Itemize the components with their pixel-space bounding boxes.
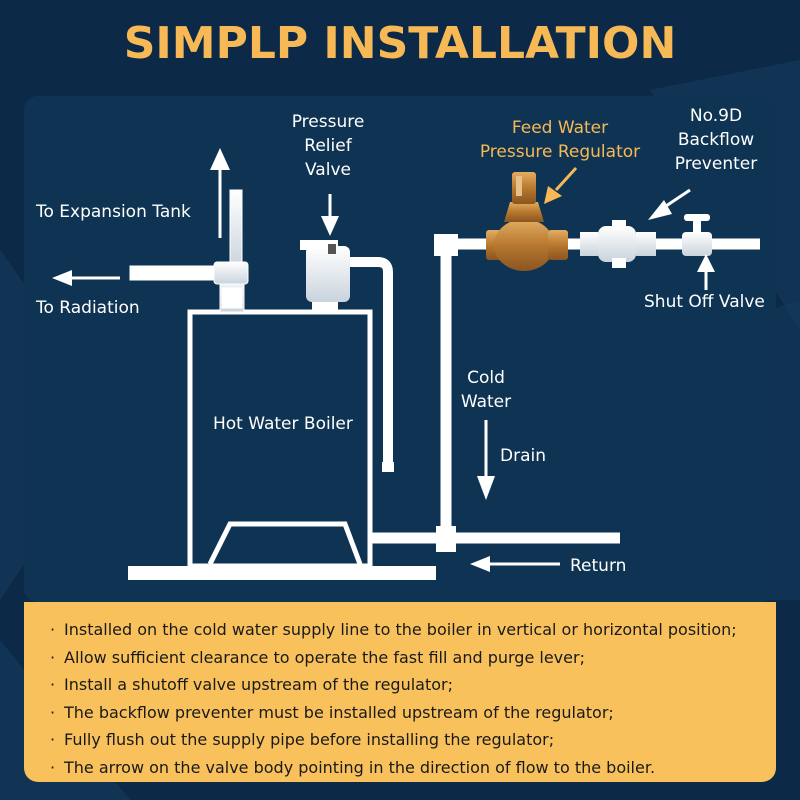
relief-valve-arrow: [321, 194, 339, 236]
burner-housing: [210, 524, 360, 564]
backflow-preventer: [580, 220, 656, 268]
pressure-relief-valve-label: Pressure Relief Valve: [282, 110, 374, 182]
drain-arrow: [477, 420, 495, 500]
elbow-fitting: [434, 234, 458, 256]
note-item: ·Allow sufficient clearance to operate t…: [50, 644, 776, 672]
label-line: Valve: [282, 158, 374, 182]
note-text: Installed on the cold water supply line …: [64, 620, 737, 639]
note-text: Install a shutoff valve upstream of the …: [64, 675, 453, 694]
backflow-arrow: [648, 190, 690, 220]
note-item: ·The arrow on the valve body pointing in…: [50, 754, 776, 782]
supply-piping: [370, 244, 760, 538]
note-text: Fully flush out the supply pipe before i…: [64, 730, 554, 749]
feed-water-regulator: [486, 172, 568, 271]
label-line: Water: [460, 390, 512, 414]
backflow-preventer-label: No.9D Backflow Preventer: [660, 104, 772, 176]
to-radiation-label: To Radiation: [36, 296, 140, 320]
note-item: ·Fully flush out the supply pipe before …: [50, 726, 776, 754]
note-text: The backflow preventer must be installed…: [64, 703, 614, 722]
boiler-body: [190, 312, 370, 566]
boiler-base: [128, 566, 436, 580]
label-line: Pressure: [282, 110, 374, 134]
note-text: The arrow on the valve body pointing in …: [64, 758, 655, 777]
shut-off-arrow: [697, 254, 715, 290]
shut-off-valve: [682, 214, 712, 256]
cold-water-label: Cold Water: [460, 366, 512, 414]
return-arrow: [470, 556, 560, 572]
expansion-tank-arrow: [210, 148, 230, 238]
tee-fitting: [436, 526, 456, 552]
note-item: ·Install a shutoff valve upstream of the…: [50, 671, 776, 699]
label-line: Backflow: [660, 128, 772, 152]
note-item: ·Installed on the cold water supply line…: [50, 616, 776, 644]
riser-base: [222, 288, 242, 308]
label-line: Feed Water: [470, 116, 650, 140]
feed-water-regulator-label: Feed Water Pressure Regulator: [470, 116, 650, 164]
to-expansion-tank-label: To Expansion Tank: [36, 200, 191, 224]
note-item: ·The backflow preventer must be installe…: [50, 699, 776, 727]
label-line: Relief: [282, 134, 374, 158]
label-line: Pressure Regulator: [470, 140, 650, 164]
return-label: Return: [570, 554, 626, 578]
riser-fitting: [214, 262, 248, 284]
note-text: Allow sufficient clearance to operate th…: [64, 648, 585, 667]
shut-off-valve-label: Shut Off Valve: [644, 290, 765, 314]
relief-valve-group: [300, 240, 394, 472]
hot-water-boiler-label: Hot Water Boiler: [213, 412, 353, 436]
installation-notes: ·Installed on the cold water supply line…: [24, 602, 776, 782]
drain-label: Drain: [500, 444, 546, 468]
regulator-arrow: [544, 168, 576, 204]
radiation-arrow: [52, 270, 120, 286]
expansion-pipe: [230, 190, 242, 270]
label-line: Preventer: [660, 152, 772, 176]
notes-list: ·Installed on the cold water supply line…: [24, 602, 776, 781]
label-line: Cold: [460, 366, 512, 390]
label-line: No.9D: [660, 104, 772, 128]
